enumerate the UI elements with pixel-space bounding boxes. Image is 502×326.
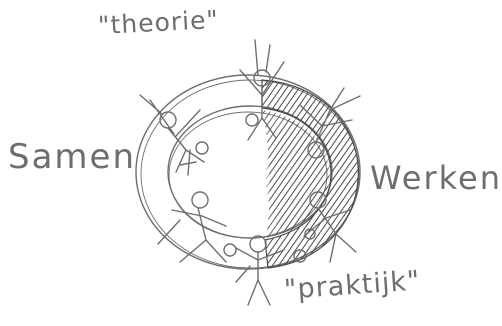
label-samen: Samen [8, 140, 136, 174]
label-werken: Werken [370, 162, 502, 194]
figure-bottom-left [158, 192, 226, 262]
shaded-half [262, 80, 358, 268]
figure-top-left [140, 95, 204, 172]
label-theorie: "theorie" [97, 7, 219, 38]
